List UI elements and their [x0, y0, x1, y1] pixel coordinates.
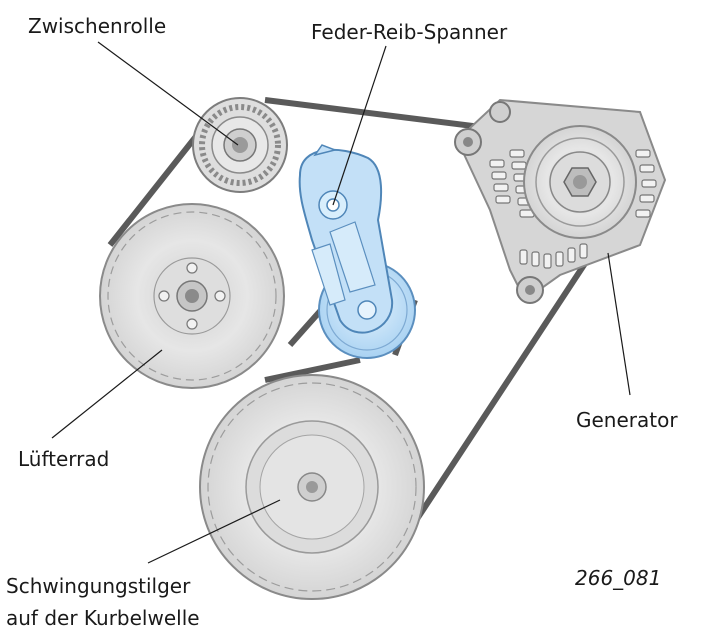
leader-generator [608, 253, 630, 395]
label-luefterrad: Lüfterrad [18, 447, 109, 471]
spring-friction-tensioner [300, 145, 415, 358]
generator [455, 100, 665, 303]
idler-pulley [193, 98, 287, 192]
label-feder-reib-spanner: Feder-Reib-Spanner [311, 20, 507, 44]
label-schwingungstilger-line1: Schwingungstilger [6, 574, 190, 598]
label-generator: Generator [576, 408, 678, 432]
leader-luefterrad [52, 350, 162, 438]
label-zwischenrolle: Zwischenrolle [28, 14, 166, 38]
fan-pulley [100, 204, 284, 388]
figure-number: 266_081 [575, 566, 661, 590]
leader-zwischenrolle [98, 42, 238, 145]
crankshaft-damper [200, 375, 424, 599]
label-schwingungstilger-line2: auf der Kurbelwelle [6, 606, 200, 630]
